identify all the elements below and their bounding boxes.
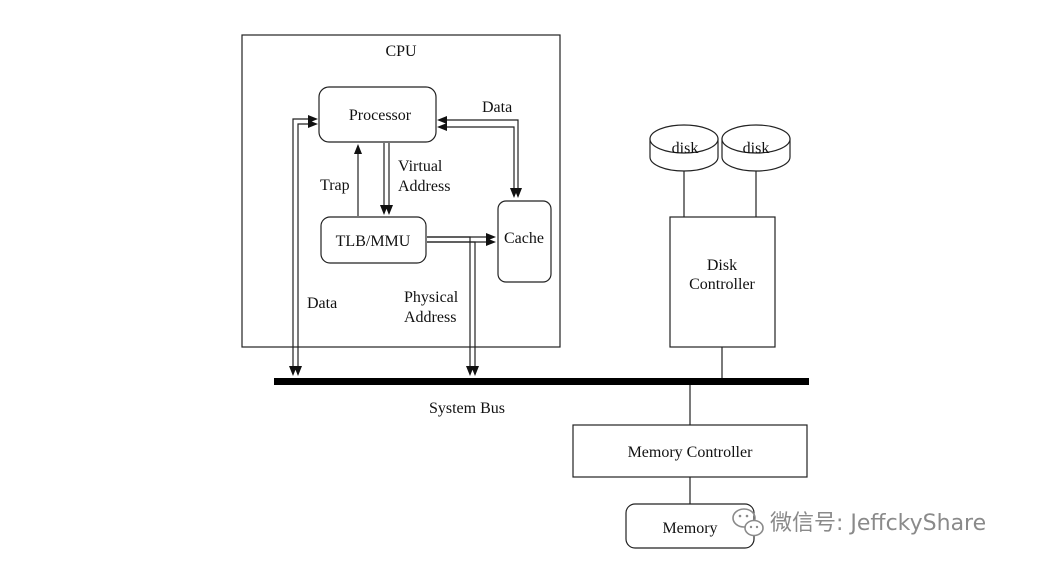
disk-controller-box bbox=[669, 216, 776, 348]
physical-address-arrow bbox=[427, 236, 479, 376]
disk-2: disk bbox=[721, 124, 791, 172]
disk-1: disk bbox=[649, 124, 719, 172]
physical-address-label-2: Address bbox=[404, 309, 456, 326]
cpu-title: CPU bbox=[385, 43, 417, 60]
memory-label: Memory bbox=[662, 520, 717, 537]
disk-1-label: disk bbox=[672, 140, 699, 157]
processor-bus-data-arrow bbox=[289, 115, 318, 376]
watermark-text: 微信号: JeffckyShare bbox=[770, 511, 986, 536]
watermark: 微信号: JeffckyShare bbox=[732, 508, 986, 537]
wechat-icon bbox=[732, 508, 764, 537]
memory-controller-box bbox=[572, 424, 808, 478]
virtual-address-label-2: Address bbox=[398, 178, 450, 195]
system-bus bbox=[274, 378, 809, 385]
disk-controller-label-2: Controller bbox=[689, 276, 755, 293]
system-bus-label: System Bus bbox=[429, 400, 505, 417]
trap-arrow bbox=[354, 144, 362, 216]
tlb-mmu-box bbox=[320, 216, 427, 264]
disk-controller-label-1: Disk bbox=[707, 257, 737, 274]
processor-label: Processor bbox=[349, 107, 412, 124]
cache-box bbox=[497, 200, 552, 283]
processor-box bbox=[318, 86, 437, 143]
disk-2-label: disk bbox=[743, 140, 770, 157]
trap-label: Trap bbox=[320, 177, 350, 194]
memory-controller-label: Memory Controller bbox=[628, 444, 754, 461]
cache-label: Cache bbox=[504, 230, 544, 247]
tlb-mmu-label: TLB/MMU bbox=[336, 233, 411, 250]
data-top-label: Data bbox=[482, 99, 512, 116]
processor-cache-data-arrow bbox=[437, 116, 522, 198]
virtual-address-arrow bbox=[380, 143, 393, 215]
data-left-label: Data bbox=[307, 295, 337, 312]
virtual-address-label-1: Virtual bbox=[398, 158, 443, 175]
physical-address-label-1: Physical bbox=[404, 289, 459, 306]
